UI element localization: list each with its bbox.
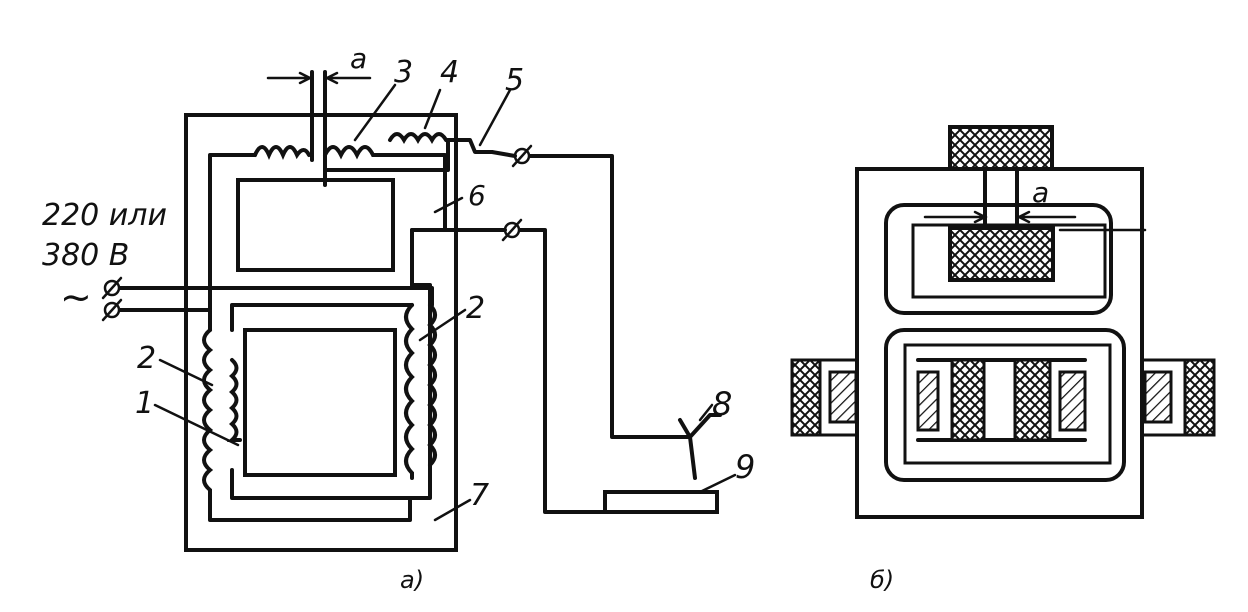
gap-arrow-right — [324, 71, 372, 85]
voltage-label-line1: 220 или — [42, 198, 167, 233]
coil-secondary-left-b — [950, 358, 986, 442]
label-7: 7 — [470, 478, 489, 513]
figure-b-transformer-section: a б) — [790, 125, 1216, 594]
output-wire-bottom — [410, 228, 607, 514]
label-2-right: 2 — [466, 291, 485, 326]
leader-3 — [353, 83, 397, 142]
caption-b: б) — [870, 566, 894, 594]
coil-outer-left-cross — [790, 358, 822, 437]
figure-a-transformer: 220 или 380 В ~ a 3 4 5 6 2 2 1 7 8 9 а) — [42, 42, 755, 594]
shunt-path — [323, 138, 450, 172]
label-4: 4 — [440, 55, 459, 90]
leader-7 — [433, 498, 472, 522]
magnetic-path-inner — [230, 283, 432, 500]
lower-window-b — [884, 328, 1126, 482]
leader-2-left — [158, 358, 214, 387]
core-outer-b — [855, 167, 1144, 519]
electrode-holder-8 — [628, 413, 722, 480]
label-2-left: 2 — [137, 341, 156, 376]
label-3: 3 — [394, 55, 413, 90]
core-upper-window — [236, 178, 395, 272]
gap-arrow-b — [923, 210, 1077, 224]
coil-primary-right-b — [1058, 370, 1087, 432]
terminal-bottom — [503, 221, 521, 239]
switch-5 — [446, 138, 494, 154]
leader-2-right — [418, 308, 467, 342]
label-8: 8 — [712, 385, 732, 423]
shunt-core-b — [948, 226, 1055, 282]
coil-1-left — [226, 358, 242, 442]
caption-a: а) — [400, 566, 424, 594]
output-wire-top — [490, 150, 674, 439]
input-terminal-1 — [103, 279, 121, 297]
upper-window-b — [884, 203, 1113, 315]
label-5: 5 — [505, 63, 524, 98]
label-1: 1 — [135, 386, 154, 421]
label-6: 6 — [468, 179, 486, 212]
voltage-label-line2: 380 В — [42, 238, 129, 273]
gap-label-a: a — [350, 42, 367, 75]
leader-4 — [423, 88, 442, 130]
coil-3-left — [253, 145, 311, 160]
leader-1 — [153, 403, 240, 447]
gap-arrow-left — [266, 71, 313, 85]
workpiece-9 — [603, 490, 719, 514]
coil-4 — [388, 132, 448, 144]
leader-5 — [478, 88, 512, 147]
coil-primary-left-b — [916, 370, 940, 432]
terminal-top — [513, 147, 531, 165]
gap-label-b: a — [1032, 176, 1049, 209]
coil-3-right — [323, 145, 380, 160]
coil-2-left — [202, 328, 214, 497]
coil-2-right — [404, 303, 415, 480]
label-9: 9 — [735, 448, 755, 486]
input-terminal-2 — [103, 301, 121, 319]
coil-outer-left-single — [828, 370, 858, 424]
core-outer — [184, 113, 458, 552]
core-lower-window — [243, 328, 397, 477]
input-wire-1 — [118, 286, 434, 307]
magnetic-path-bottom — [208, 493, 412, 522]
coil-outer-right-cross — [1183, 358, 1216, 437]
coil-secondary-right-b — [1013, 358, 1052, 442]
leader-8 — [698, 403, 714, 422]
coil-outer-right-single — [1143, 370, 1173, 424]
ac-symbol: ~ — [60, 275, 92, 319]
leader-9 — [698, 473, 737, 494]
shunt-top-block — [948, 125, 1054, 171]
leader-6 — [433, 196, 464, 214]
